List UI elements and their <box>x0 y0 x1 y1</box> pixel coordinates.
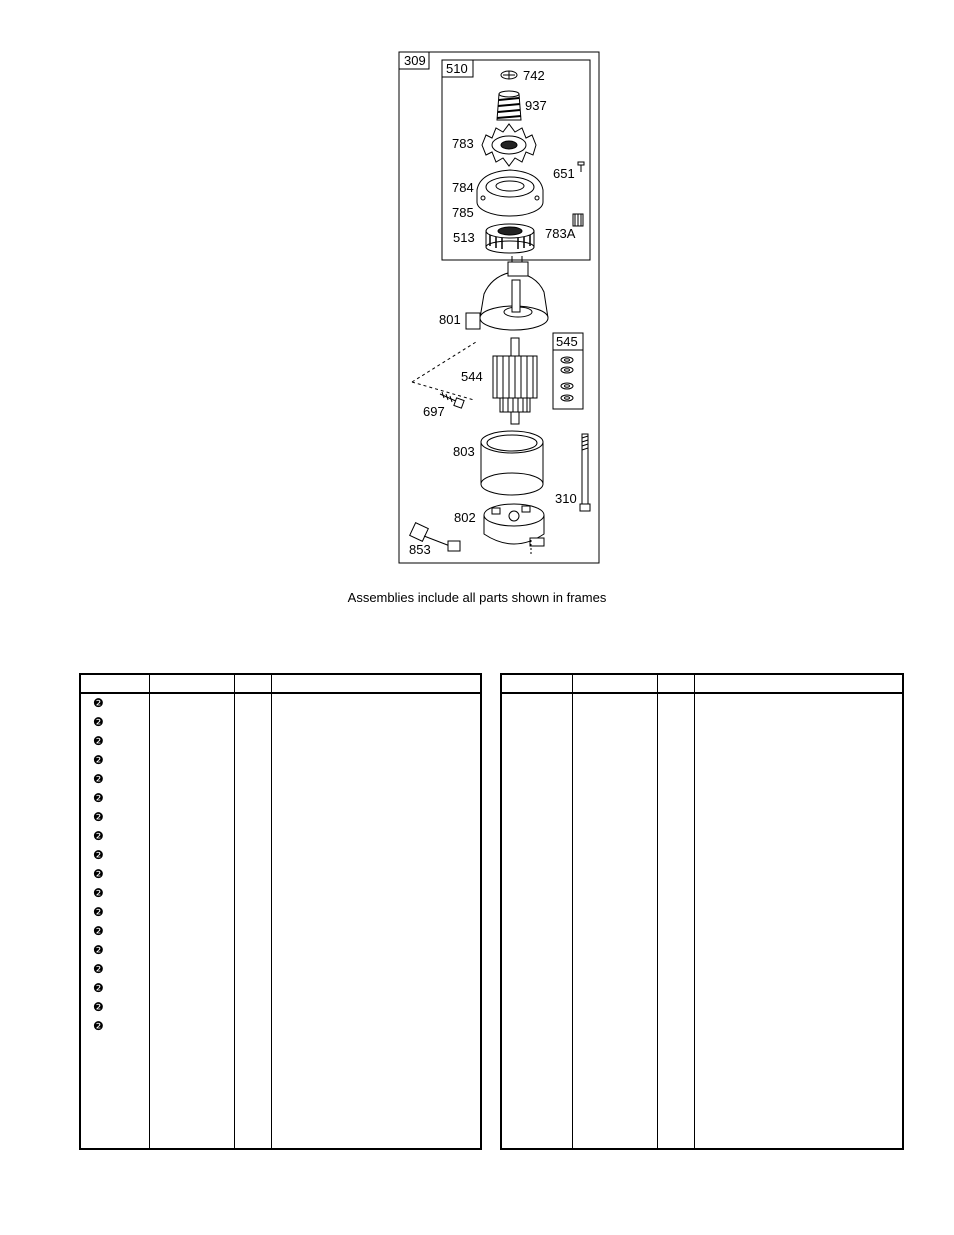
callout-783A: 783A <box>545 226 576 241</box>
row-marker: ❷ <box>93 867 104 881</box>
row-marker: ❷ <box>93 715 104 729</box>
qty-column <box>234 693 272 1149</box>
part-784-housing-drawing <box>476 169 544 217</box>
callout-937: 937 <box>525 98 547 113</box>
row-marker: ❷ <box>93 791 104 805</box>
marker-column <box>501 693 573 1149</box>
row-marker: ❷ <box>93 810 104 824</box>
table-header-row <box>80 674 481 694</box>
row-marker: ❷ <box>93 753 104 767</box>
row-marker: ❷ <box>93 981 104 995</box>
part-544-armature-drawing <box>492 337 538 425</box>
part-651-screw-drawing <box>577 161 585 172</box>
part-545-washers-drawing <box>560 356 574 402</box>
callout-802: 802 <box>454 510 476 525</box>
marker-column: ❷ ❷ ❷ ❷ ❷ ❷ ❷ ❷ ❷ ❷ ❷ ❷ ❷ ❷ ❷ ❷ ❷ ❷ <box>80 693 150 1149</box>
callout-742: 742 <box>523 68 545 83</box>
row-marker: ❷ <box>93 924 104 938</box>
top-frame <box>441 59 591 261</box>
row-marker: ❷ <box>93 734 104 748</box>
callout-513: 513 <box>453 230 475 245</box>
part-801-endcap-drawing <box>465 256 549 331</box>
part-697-bolt-drawing <box>439 391 465 409</box>
header-cell <box>234 674 272 694</box>
row-marker: ❷ <box>93 943 104 957</box>
callout-544: 544 <box>461 369 483 384</box>
parts-diagram: 309 510 545 <box>398 51 600 564</box>
part-802-brush-holder-drawing <box>483 503 545 556</box>
parts-table-left: ❷ ❷ ❷ ❷ ❷ ❷ ❷ ❷ ❷ ❷ ❷ ❷ ❷ ❷ ❷ ❷ ❷ ❷ <box>79 673 482 1150</box>
row-marker: ❷ <box>93 1019 104 1033</box>
parts-table-right <box>500 673 904 1150</box>
row-marker: ❷ <box>93 1000 104 1014</box>
callout-697: 697 <box>423 404 445 419</box>
frame-label-510: 510 <box>446 61 468 76</box>
row-marker: ❷ <box>93 886 104 900</box>
part-803-housing-drawing <box>480 430 544 496</box>
header-cell <box>694 674 903 694</box>
part-310-through-bolt-drawing <box>579 433 591 512</box>
table-header-row <box>501 674 903 694</box>
qty-column <box>657 693 695 1149</box>
assembly-dashed-line <box>411 341 477 401</box>
part-783A-drawing <box>572 213 584 227</box>
header-cell <box>501 674 573 694</box>
row-marker: ❷ <box>93 848 104 862</box>
callout-783: 783 <box>452 136 474 151</box>
header-cell <box>149 674 235 694</box>
header-cell <box>657 674 695 694</box>
part-513-clutch-drawing <box>485 223 535 254</box>
header-cell <box>271 674 481 694</box>
header-cell <box>80 674 150 694</box>
callout-853: 853 <box>409 542 431 557</box>
callout-801: 801 <box>439 312 461 327</box>
row-marker: ❷ <box>93 696 104 710</box>
callout-310: 310 <box>555 491 577 506</box>
assemblies-caption: Assemblies include all parts shown in fr… <box>347 590 607 605</box>
table-body-row <box>501 693 903 1149</box>
table-body-row: ❷ ❷ ❷ ❷ ❷ ❷ ❷ ❷ ❷ ❷ ❷ ❷ ❷ ❷ ❷ ❷ ❷ ❷ <box>80 693 481 1149</box>
part-742-cap-drawing <box>500 70 518 80</box>
row-marker: ❷ <box>93 905 104 919</box>
callout-784: 784 <box>452 180 474 195</box>
row-marker: ❷ <box>93 829 104 843</box>
row-marker: ❷ <box>93 962 104 976</box>
description-column <box>271 693 481 1149</box>
callout-803: 803 <box>453 444 475 459</box>
description-column <box>694 693 903 1149</box>
outer-frame <box>398 51 600 564</box>
part-number-column <box>572 693 658 1149</box>
part-853-connector-drawing <box>409 522 461 552</box>
header-cell <box>572 674 658 694</box>
part-783-gear-drawing <box>481 123 537 167</box>
frame-label-309: 309 <box>404 53 426 68</box>
frame-label-545: 545 <box>556 334 578 349</box>
callout-785: 785 <box>452 205 474 220</box>
part-937-pinion-drawing <box>496 90 522 121</box>
row-marker: ❷ <box>93 772 104 786</box>
part-number-column <box>149 693 235 1149</box>
callout-651: 651 <box>553 166 575 181</box>
